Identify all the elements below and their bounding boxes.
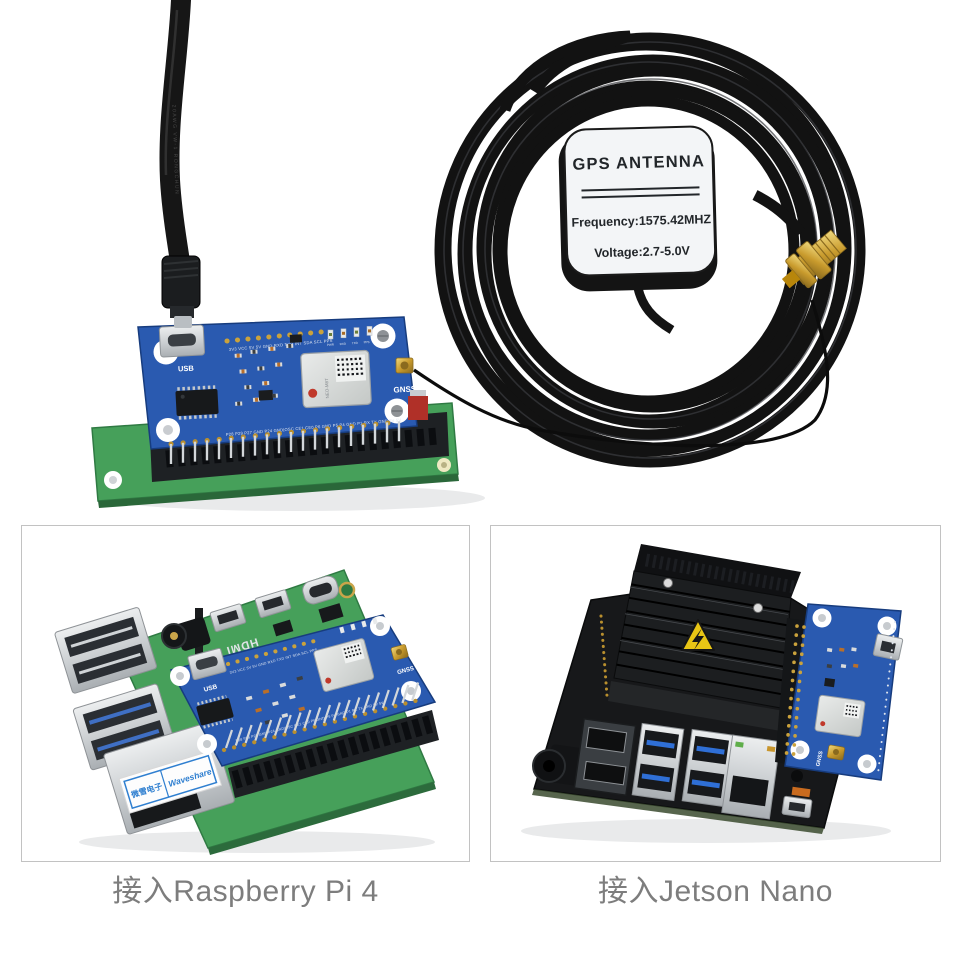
usb-cable: 20AWG VW-1 RONGCHUN xyxy=(159,0,201,328)
usb-c-port xyxy=(302,575,339,605)
warning-sticker xyxy=(681,619,715,651)
hero-photo: USB 3V3 VCC 5V 5V GND RXD TXD INT SDA SC… xyxy=(91,0,866,511)
soic-chip xyxy=(175,385,219,420)
pi4-panel: 微雪电子 Waveshare HDMI xyxy=(21,525,470,862)
hat-usb-port xyxy=(872,633,904,661)
jetson-panel: GNSS xyxy=(490,525,941,862)
gnss-hat-board: USB 3V3 VCC 5V 5V GND RXD TXD INT SDA SC… xyxy=(137,316,428,464)
micro-hdmi-port xyxy=(254,589,292,618)
status-leds xyxy=(339,617,378,634)
usb-port-stack xyxy=(54,607,157,694)
jetson-photo: GNSS xyxy=(521,544,904,843)
pi4-caption: 接入Raspberry Pi 4 xyxy=(112,875,379,908)
smd-passives xyxy=(234,334,303,406)
smd-passives xyxy=(245,675,306,725)
board-hole xyxy=(791,770,803,782)
gps-antenna: GPS ANTENNA Frequency:1575.42MHZ Voltage… xyxy=(558,125,718,292)
antenna-cable-stub xyxy=(633,286,675,334)
breakout-holes xyxy=(224,328,334,344)
smd-passives xyxy=(824,647,859,688)
board-shadow xyxy=(521,819,891,843)
gpio-pins xyxy=(224,682,420,749)
gnss-module: NEO-M8T xyxy=(300,349,372,409)
antenna-title: GPS ANTENNA xyxy=(572,152,705,173)
ethernet-port xyxy=(721,734,781,820)
board-shadow xyxy=(79,831,435,853)
module-marking: NEO-M8T xyxy=(324,378,330,399)
hat-usb-label: USB xyxy=(203,683,218,693)
m2-connector xyxy=(599,614,609,698)
hdmi-dp-ports xyxy=(573,717,637,797)
hat-gnss-label: GNSS xyxy=(393,384,417,394)
micro-hdmi-port xyxy=(209,603,247,632)
hat-gnss-connector xyxy=(390,644,409,661)
cable-print: 20AWG VW-1 RONGCHUN xyxy=(170,105,179,196)
sodimm-slot xyxy=(608,681,784,731)
hat-gnss-connector xyxy=(395,357,414,374)
hat-gnss-label: GNSS xyxy=(815,750,824,767)
header-pads xyxy=(221,697,422,753)
gnss-module xyxy=(814,694,866,738)
usb3-port-stack xyxy=(681,728,735,808)
edge-silkscreen xyxy=(877,621,896,775)
soic-chip xyxy=(196,694,234,729)
usb3-port-stack xyxy=(631,722,685,802)
micro-usb-port xyxy=(781,795,813,819)
gnss-module xyxy=(313,638,375,692)
gnss-hat-board: USB 3V3 VCC 5V 5V GND RXD TXD INT SDA SC… xyxy=(169,614,437,767)
antenna-frequency: Frequency:1575.42MHZ xyxy=(571,212,711,230)
pi4-photo: 微雪电子 Waveshare HDMI xyxy=(54,569,439,855)
gnss-hat-board: GNSS xyxy=(784,603,904,781)
edge-component xyxy=(408,390,428,420)
sma-connector xyxy=(781,229,847,289)
gpio-pins xyxy=(169,421,401,464)
waveshare-sticker xyxy=(118,750,223,814)
heatsink-screw xyxy=(753,603,763,613)
antenna-voltage: Voltage:2.7-5.0V xyxy=(594,244,691,261)
heatsink xyxy=(613,544,801,709)
hat-usb-port xyxy=(158,324,206,358)
power-jack xyxy=(532,744,583,786)
usb-plug xyxy=(161,255,201,328)
heatsink-screw xyxy=(663,578,673,588)
led-labels: PWR RXD TXD PPS xyxy=(327,340,370,347)
audio-jack xyxy=(161,617,211,651)
ublox-logo xyxy=(820,721,826,727)
jumper xyxy=(791,786,811,798)
jetson-caption: 接入Jetson Nano xyxy=(598,875,833,908)
ublox-logo xyxy=(325,677,332,684)
header-pads xyxy=(168,419,402,447)
hat-usb-port xyxy=(187,647,227,681)
mounting-hole xyxy=(338,581,356,599)
hat-gnss-label: GNSS xyxy=(397,666,415,676)
hat-gnss-connector xyxy=(826,744,845,761)
hat-usb-label: USB xyxy=(178,364,195,374)
ublox-logo xyxy=(308,388,318,398)
status-leds xyxy=(327,326,373,340)
pigtail-cable xyxy=(413,299,830,448)
